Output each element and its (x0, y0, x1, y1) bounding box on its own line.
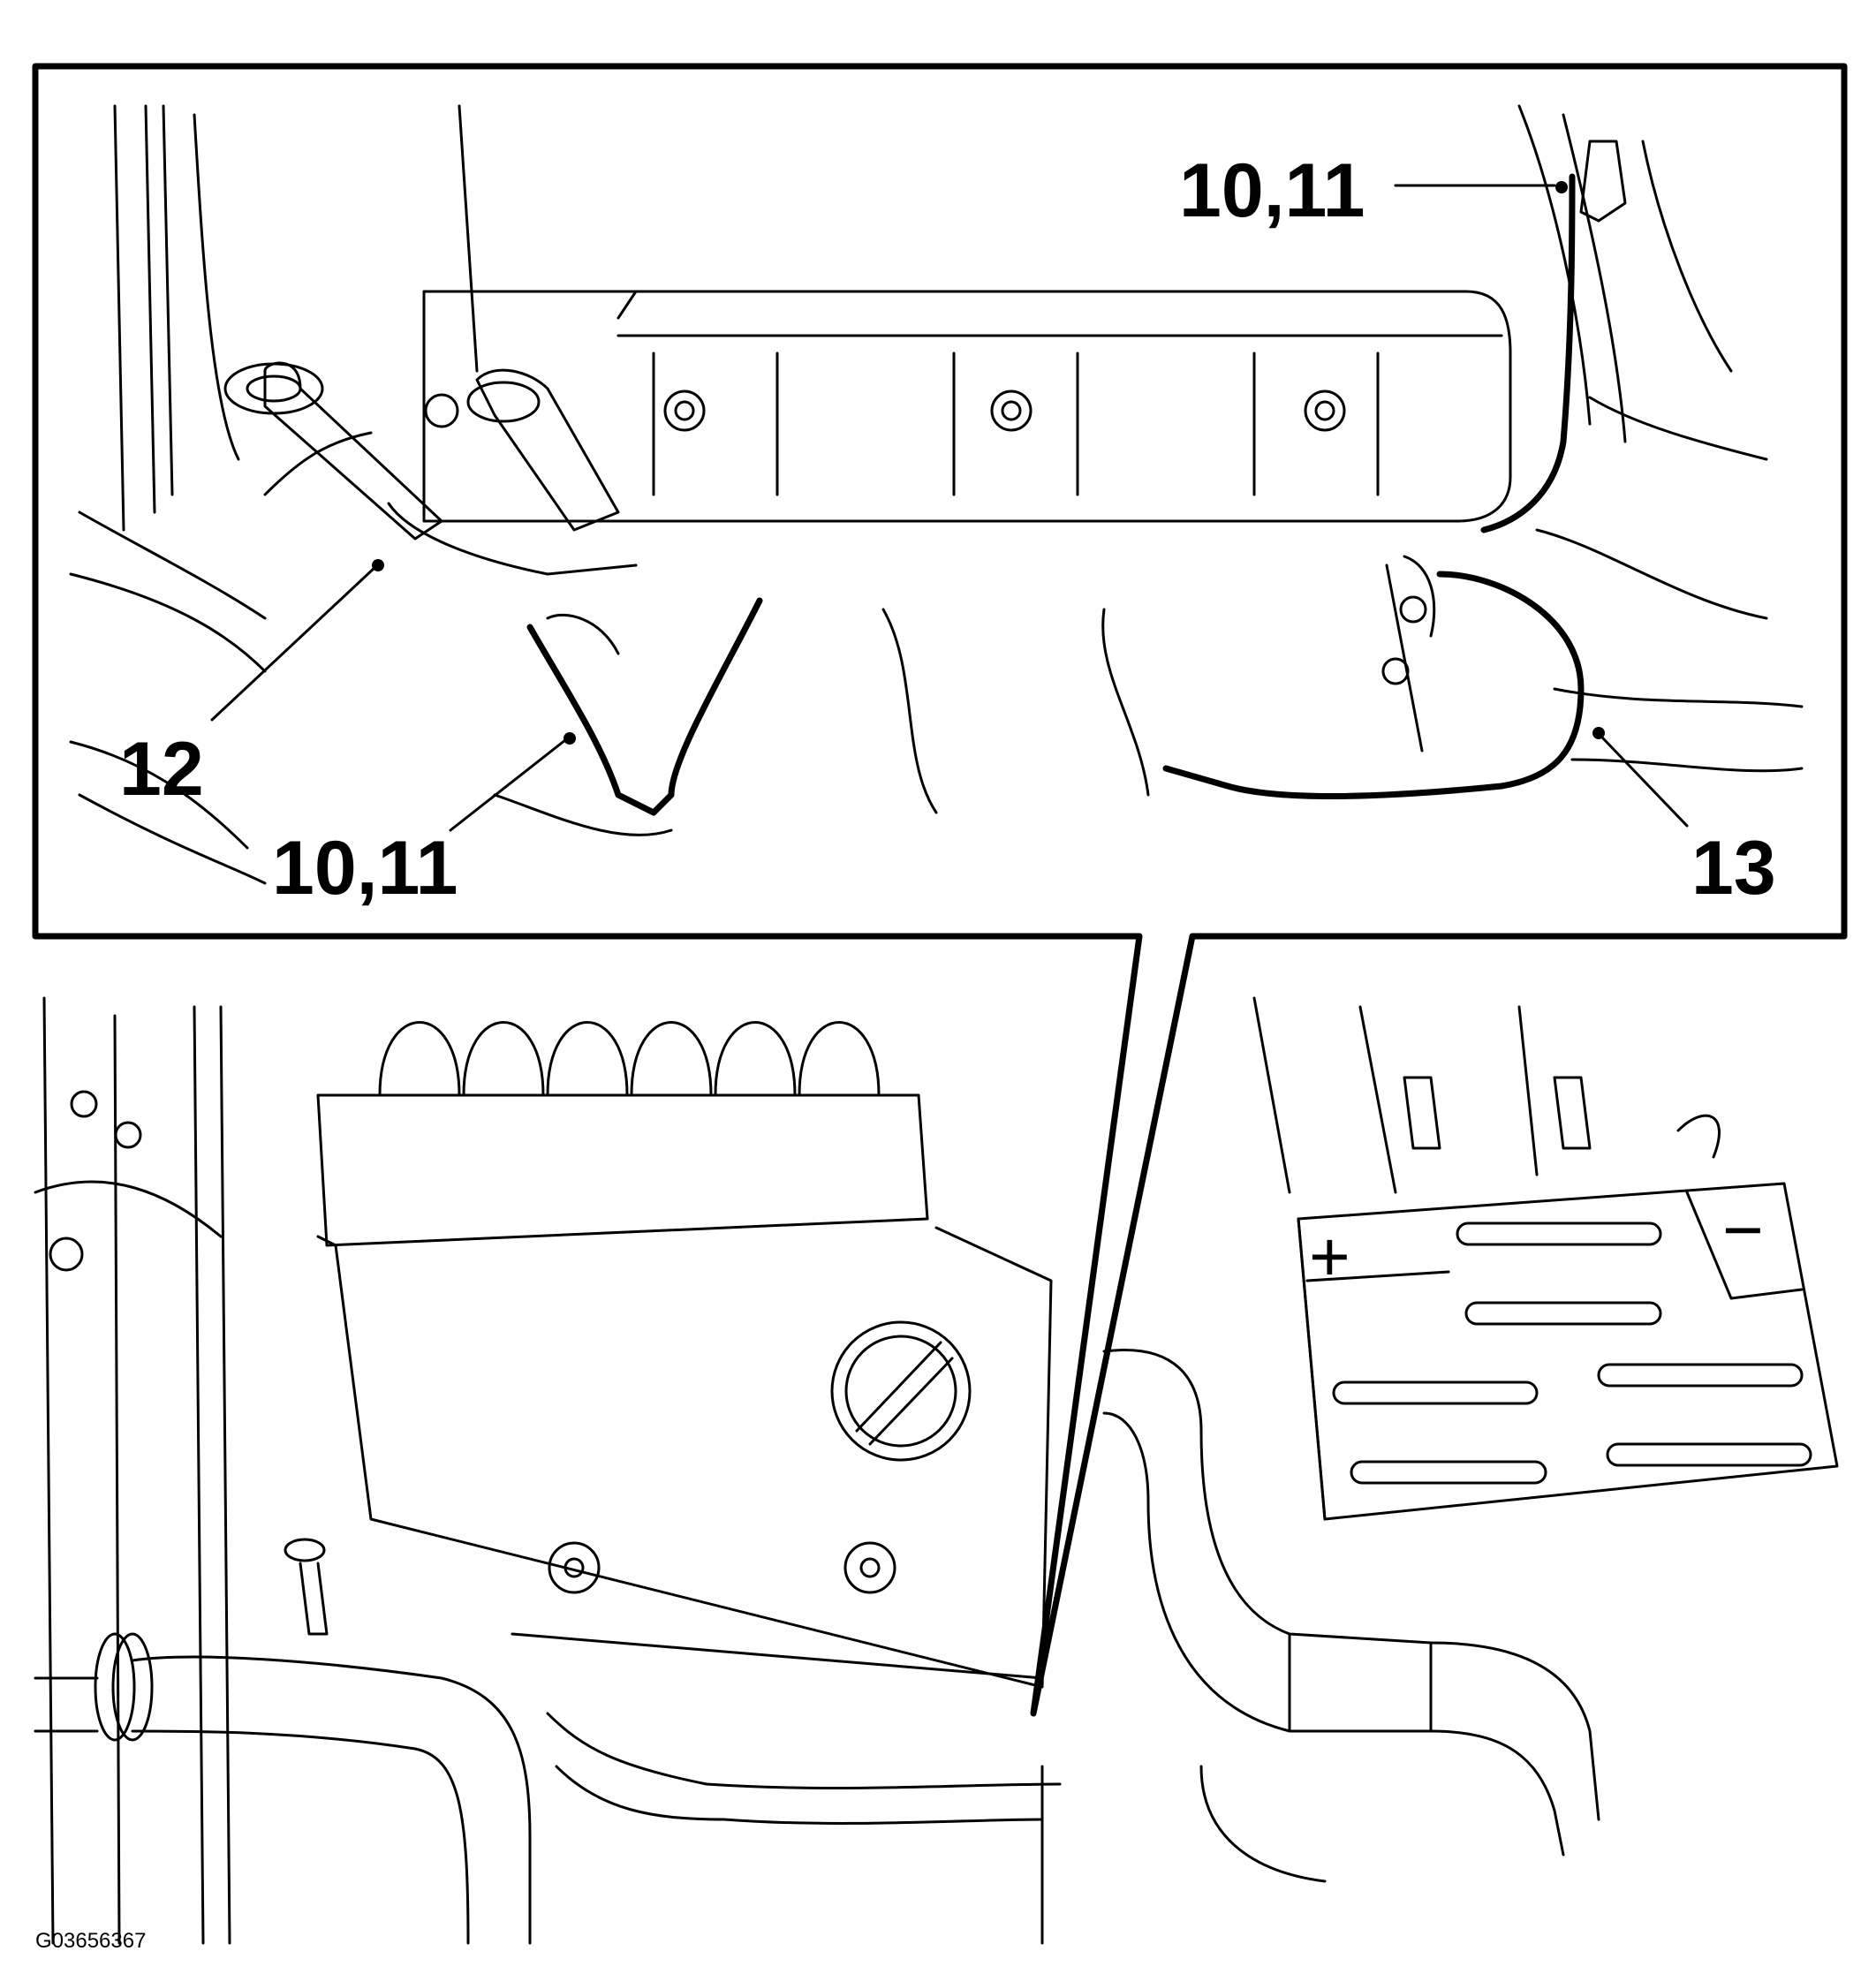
cable-item-13 (1162, 555, 1585, 800)
right-hose-bundle (1040, 1349, 1600, 1945)
callout-12: 12 (119, 727, 204, 812)
callout-10-11-bottom: 10,11 (272, 826, 458, 911)
inset-frame (32, 63, 1848, 1717)
detail-inset-view: 10,11 12 10,11 13 (32, 63, 1848, 1717)
hose-lower (526, 597, 763, 816)
callout-13: 13 (1691, 826, 1776, 911)
engine-cover (316, 1021, 1053, 1689)
callout-leaders (210, 181, 1689, 832)
inset-background-lines (69, 104, 1804, 885)
battery: + − (1297, 1182, 1839, 1521)
left-frame-rails (34, 996, 231, 1945)
top-right-connectors (1252, 996, 1721, 1194)
dipstick (284, 1538, 329, 1636)
lower-coolant-hose (34, 1632, 1062, 1945)
battery-plus-label: + (1309, 1217, 1350, 1296)
overview-view: + − (34, 996, 1839, 1945)
figure-id: G03656367 (35, 1929, 146, 1953)
battery-minus-label: − (1722, 1191, 1764, 1269)
fuel-rail-assembly (422, 290, 1512, 523)
cable-top-right (1480, 140, 1627, 533)
callout-10-11-top: 10,11 (1179, 148, 1365, 233)
vacuum-pipe-clamp (223, 361, 638, 576)
